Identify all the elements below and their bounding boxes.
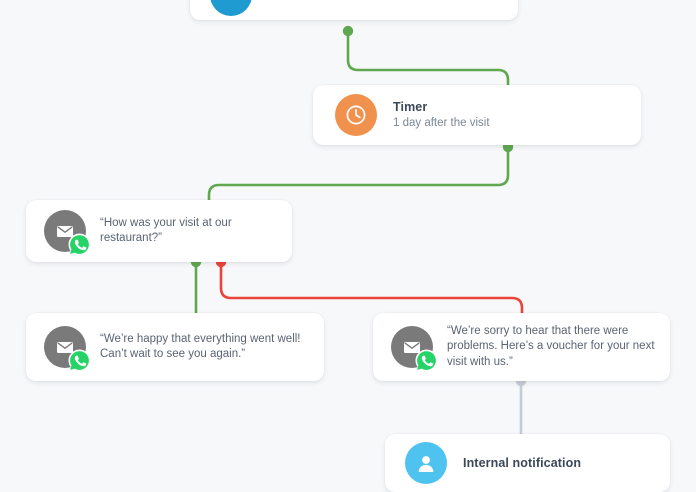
- envelope-icon: [391, 326, 438, 372]
- connector-timer-to-question: [207, 145, 510, 210]
- connector-question-to-negative: [219, 260, 524, 320]
- node-card-timer-body: Timer 1 day after the visit: [393, 99, 490, 131]
- node-card-internal-title: Internal notification: [463, 456, 582, 470]
- envelope-icon: [44, 210, 91, 256]
- node-card-internal-body: Internal notification: [463, 455, 581, 471]
- user-person-icon: [405, 442, 447, 484]
- node-card-question-body: “How was your visit at our restaurant?”: [100, 216, 292, 247]
- node-card-internal-notification[interactable]: Internal notification: [385, 434, 670, 492]
- node-card-negative-response[interactable]: “We’re sorry to hear that there were pro…: [373, 313, 670, 381]
- node-card-positive-response[interactable]: “We’re happy that everything went well! …: [26, 313, 324, 381]
- envelope-icon: [44, 326, 91, 372]
- node-card-timer-subtitle: 1 day after the visit: [393, 117, 490, 129]
- clock-icon: [335, 94, 377, 136]
- restaurant-plate-icon: [210, 0, 252, 16]
- node-card-negative-message: “We’re sorry to hear that there were pro…: [447, 324, 655, 368]
- node-card-question[interactable]: “How was your visit at our restaurant?”: [26, 200, 292, 262]
- node-card-question-message: “How was your visit at our restaurant?”: [100, 216, 232, 245]
- node-card-negative-body: “We’re sorry to hear that there were pro…: [447, 324, 670, 371]
- node-card-visit[interactable]: Visited the restaurant: [190, 0, 518, 20]
- node-card-positive-message: “We’re happy that everything went well! …: [100, 332, 301, 361]
- workflow-canvas: Visited the restaurant Timer 1 day after…: [26, 0, 670, 484]
- whatsapp-icon: [68, 349, 91, 372]
- node-card-timer-title: Timer: [393, 100, 428, 114]
- connector-visit-to-timer: [346, 29, 510, 92]
- node-card-timer[interactable]: Timer 1 day after the visit: [313, 85, 641, 145]
- node-card-visit-body: Visited the restaurant: [268, 0, 376, 3]
- node-card-positive-body: “We’re happy that everything went well! …: [100, 332, 324, 363]
- node-card-visit-subtitle: Visited the restaurant: [268, 0, 376, 3]
- whatsapp-icon: [415, 349, 438, 372]
- whatsapp-icon: [68, 233, 91, 256]
- connector-dot-visit-out: [342, 25, 354, 37]
